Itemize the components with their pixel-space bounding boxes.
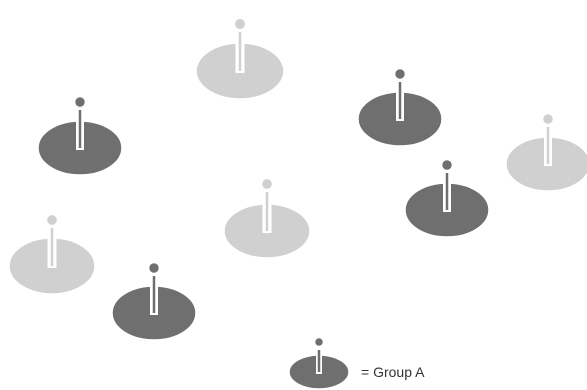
pin-4 bbox=[506, 114, 587, 191]
pin-post bbox=[266, 192, 269, 231]
pin-6 bbox=[224, 178, 310, 258]
pin-1 bbox=[38, 97, 122, 175]
pin-head bbox=[75, 97, 86, 108]
pin-head bbox=[149, 263, 160, 274]
pin-5 bbox=[405, 160, 489, 237]
pin-post bbox=[51, 228, 54, 266]
pin-post bbox=[318, 350, 321, 372]
pin-3 bbox=[358, 69, 442, 146]
pin-head bbox=[395, 69, 406, 80]
pin-head bbox=[261, 178, 272, 189]
pin-head bbox=[442, 160, 453, 171]
pin-2 bbox=[196, 18, 284, 99]
legend-pin-icon bbox=[289, 338, 349, 390]
pin-7 bbox=[9, 214, 95, 294]
pin-head bbox=[315, 338, 324, 347]
pin-head bbox=[543, 114, 554, 125]
pin-8 bbox=[112, 263, 196, 340]
pin-post bbox=[153, 276, 156, 313]
pin-head bbox=[234, 18, 245, 29]
pin-post bbox=[79, 110, 82, 148]
legend-label: = Group A bbox=[361, 364, 424, 380]
pin-post bbox=[239, 32, 242, 71]
pin-post bbox=[446, 173, 449, 210]
pin-post bbox=[399, 82, 402, 119]
pin-head bbox=[46, 214, 57, 225]
pin-post bbox=[547, 127, 550, 164]
